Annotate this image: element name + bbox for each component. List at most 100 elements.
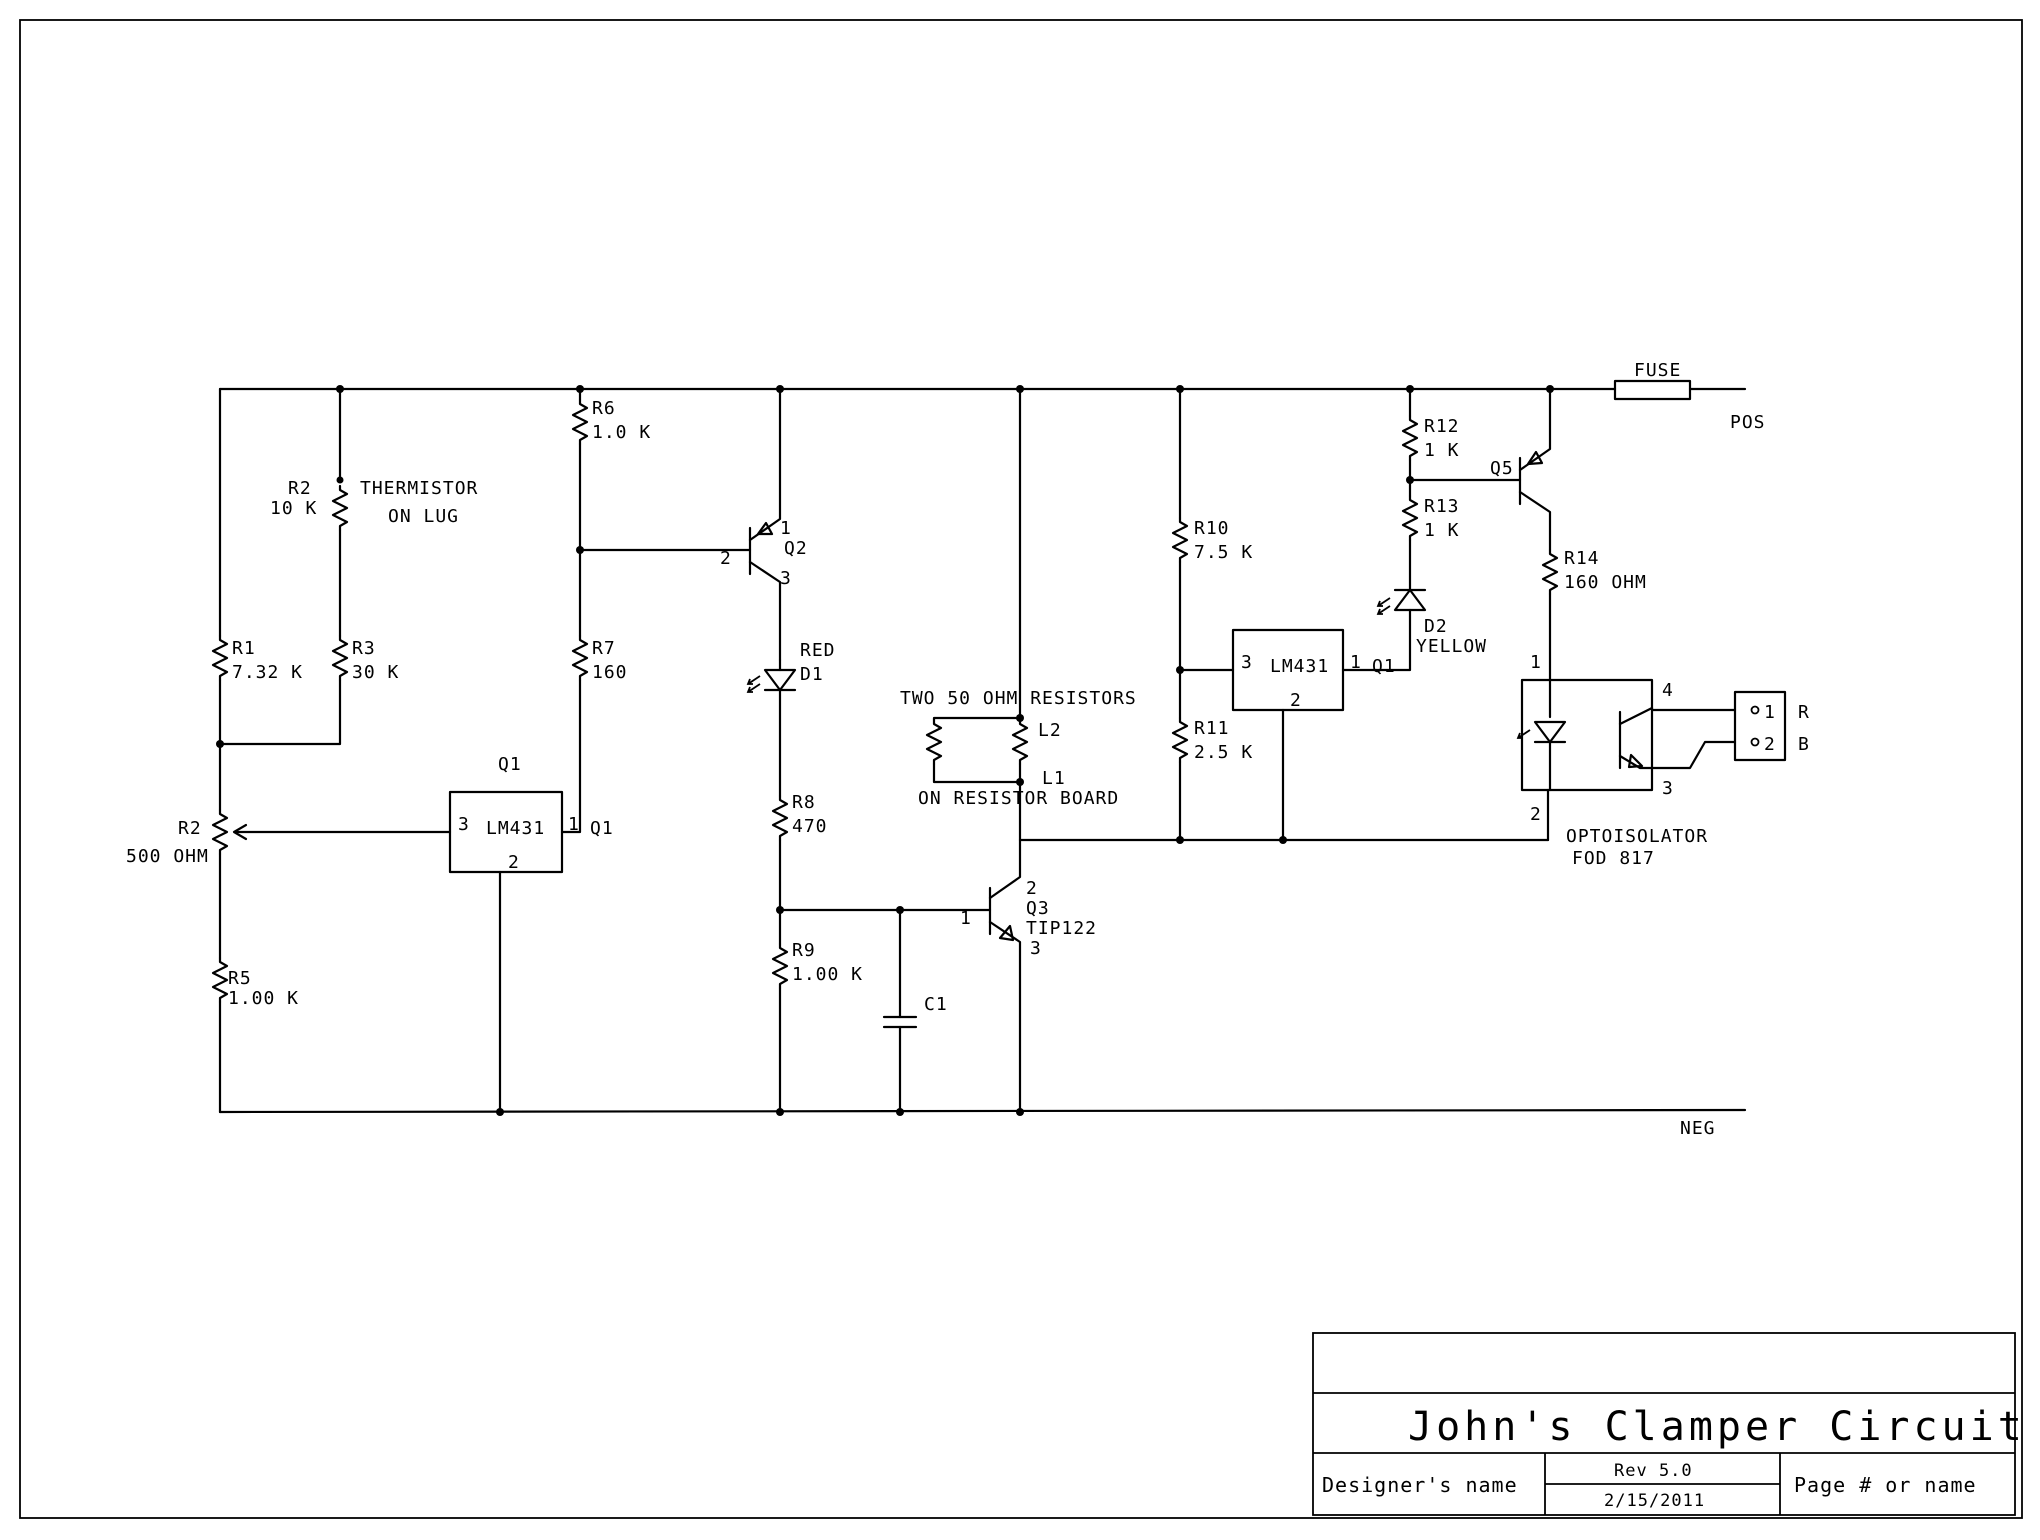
q1-right-label: Q1 [590, 818, 614, 839]
r13-value: 1 K [1424, 520, 1460, 541]
q1-top-label: Q1 [498, 754, 522, 775]
load-resistor-l1 [925, 718, 943, 766]
junction-dots [216, 385, 1554, 1116]
r9-name: R9 [792, 940, 816, 961]
r10-name: R10 [1194, 518, 1230, 539]
q3-pin2: 2 [1026, 878, 1038, 899]
red-label: RED [800, 640, 836, 661]
connector-b-label: B [1798, 734, 1810, 755]
q2-pin2: 2 [720, 548, 732, 569]
wiper-arrow [232, 823, 248, 841]
on-lug-label: ON LUG [388, 506, 459, 527]
opto-pin1: 1 [1530, 652, 1542, 673]
resistor-r3 [331, 634, 349, 682]
resistor-r1 [211, 634, 229, 682]
connector-pin-2 [1750, 737, 1760, 747]
two-resistors-label: TWO 50 OHM RESISTORS [900, 688, 1137, 709]
resistor-r14 [1541, 548, 1559, 596]
q1-pin3: 3 [458, 814, 470, 835]
title-block-rev: Rev 5.0 [1614, 1461, 1693, 1481]
pos-label: POS [1730, 412, 1766, 433]
r5-name: R5 [228, 968, 252, 989]
r8-value: 470 [792, 816, 828, 837]
connector-pin1-label: 1 [1764, 702, 1776, 723]
r6-value: 1.0 K [592, 422, 651, 443]
optoisolator-label: OPTOISOLATOR [1566, 826, 1708, 847]
r8-name: R8 [792, 792, 816, 813]
r3-value: 30 K [352, 662, 399, 683]
connector-pin-1 [1750, 705, 1760, 715]
resistor-r10 [1171, 516, 1189, 564]
r14-value: 160 OHM [1564, 572, 1647, 593]
wire-q1-pin1-r7 [560, 678, 582, 834]
u2-pin2: 2 [1290, 690, 1302, 711]
capacitor-c1 [882, 908, 918, 1114]
output-connector [1733, 690, 1787, 762]
u2-pin3: 3 [1241, 652, 1253, 673]
resistor-r9 [771, 942, 789, 990]
r10-value: 7.5 K [1194, 542, 1253, 563]
r14-name: R14 [1564, 548, 1600, 569]
neg-label: NEG [1680, 1118, 1716, 1139]
thermistor-name: R2 [288, 478, 312, 499]
wire-load-top-link [932, 716, 1022, 722]
transistor-q5 [1518, 387, 1552, 552]
load-resistor-l2 [1011, 718, 1029, 766]
resistor-r8 [771, 794, 789, 842]
title-block-page: Page # or name [1794, 1473, 1977, 1497]
negative-rail [218, 1108, 1747, 1114]
wire-load-bottom-link [932, 762, 1022, 784]
connector-r-label: R [1798, 702, 1810, 723]
q3-pin3: 3 [1030, 938, 1042, 959]
opto-pin3: 3 [1662, 778, 1674, 799]
resistor-r11 [1171, 716, 1189, 764]
fod817-label: FOD 817 [1572, 848, 1655, 869]
sheet-border [19, 19, 2023, 1519]
on-board-label: ON RESISTOR BOARD [918, 788, 1119, 809]
resistor-r12 [1401, 414, 1419, 462]
u2-pin1: 1 [1350, 652, 1362, 673]
wire-u2-pin1-d2 [1341, 608, 1412, 672]
resistor-r5 [211, 956, 229, 1004]
pot-name: R2 [178, 818, 202, 839]
r13-name: R13 [1424, 496, 1460, 517]
r7-name: R7 [592, 638, 616, 659]
fuse [1613, 379, 1692, 401]
resistor-r6 [571, 398, 589, 446]
q5-label: Q5 [1490, 458, 1514, 479]
l1-label: L1 [1042, 768, 1066, 789]
r11-value: 2.5 K [1194, 742, 1253, 763]
q1-pin1: 1 [568, 814, 580, 835]
title-block-designer: Designer's name [1322, 1473, 1518, 1497]
resistor-r13 [1401, 494, 1419, 542]
q3-part: TIP122 [1026, 918, 1097, 939]
thermistor-value: 10 K [270, 498, 317, 519]
r6-name: R6 [592, 398, 616, 419]
q2-pin3: 3 [780, 568, 792, 589]
l2-label: L2 [1038, 720, 1062, 741]
opto-led [1533, 720, 1567, 744]
d2-label: D2 [1424, 616, 1448, 637]
wire-opto-pin3 [1650, 740, 1737, 770]
title-block [1312, 1332, 2016, 1516]
led-d2 [1376, 588, 1427, 615]
optoisolator-box [1520, 678, 1654, 792]
transistor-q2 [748, 387, 782, 662]
opto-pin4: 4 [1662, 680, 1674, 701]
r1-name: R1 [232, 638, 256, 659]
q3-label: Q3 [1026, 898, 1050, 919]
connector-pin2-label: 2 [1764, 734, 1776, 755]
opto-light-arrow [1516, 729, 1531, 739]
q1-pin2: 2 [508, 852, 520, 873]
u2-right-label: Q1 [1372, 656, 1396, 677]
title-block-date: 2/15/2011 [1604, 1491, 1705, 1511]
r11-name: R11 [1194, 718, 1230, 739]
u2-ic-label: LM431 [1270, 656, 1329, 677]
opto-pin2: 2 [1530, 804, 1542, 825]
r3-name: R3 [352, 638, 376, 659]
led-d1 [746, 658, 797, 693]
r1-value: 7.32 K [232, 662, 303, 683]
fuse-label: FUSE [1634, 360, 1681, 381]
